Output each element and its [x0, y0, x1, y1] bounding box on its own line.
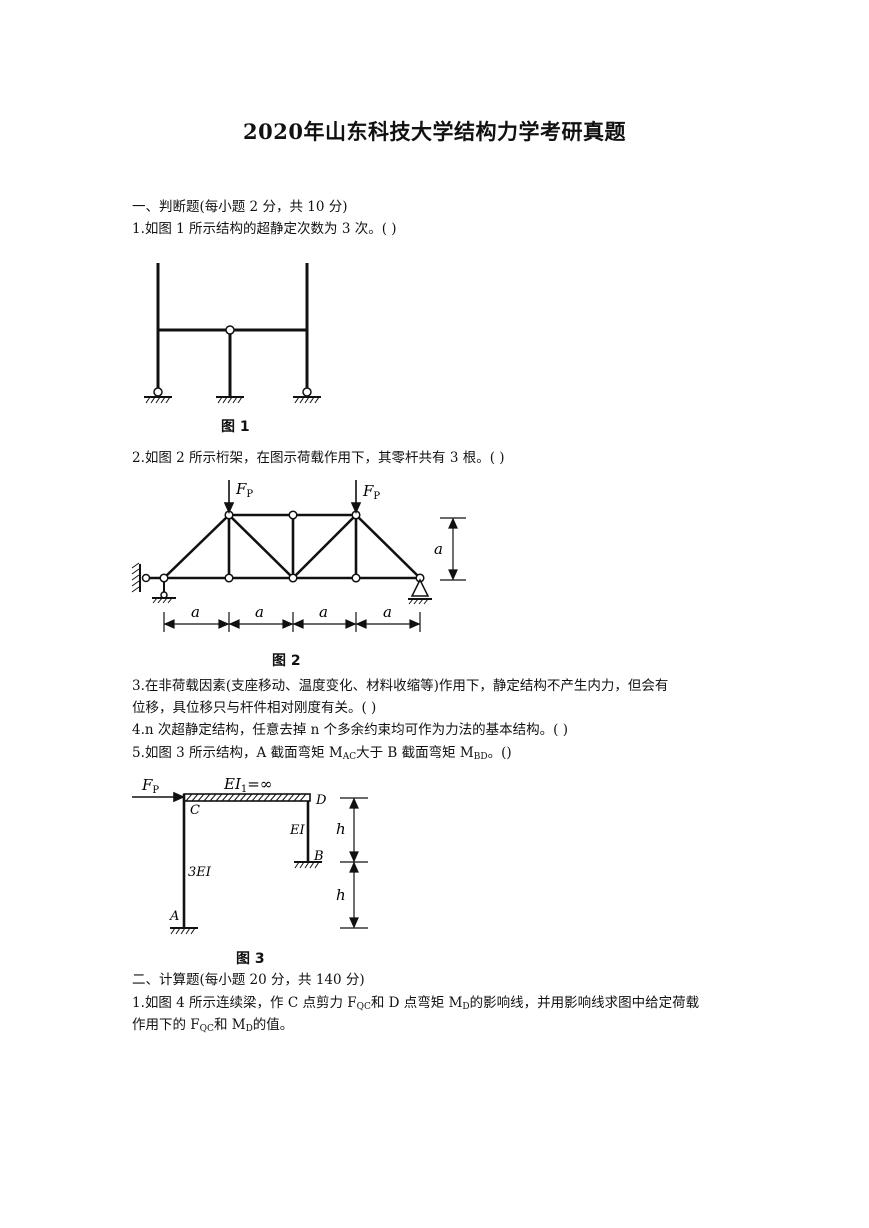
figure-2-caption: 图 2 — [272, 653, 301, 669]
fig3-node-d: D — [315, 793, 327, 808]
fig2-load-right-label: FP — [362, 482, 380, 502]
fig2-height-label: a — [434, 540, 443, 558]
fig1-left-hinge — [153, 387, 163, 397]
fig3-height-upper: h — [336, 820, 346, 838]
fig3-beam-stiffness: EI1=∞ — [223, 775, 272, 795]
fig3-node-c: C — [190, 803, 200, 818]
figure-3-frame: FP EI1=∞ C D A B 3EI EI h h — [132, 775, 368, 935]
question-2-1-line2: 作用下的 FQC和 MD的值。 — [132, 1017, 294, 1034]
fig2-span-3-label: a — [319, 603, 328, 621]
fig3-left-column-stiffness: 3EI — [188, 865, 212, 880]
fig3-height-lower: h — [336, 886, 346, 904]
section2-heading: 二、计算题(每小题 20 分，共 140 分) — [132, 972, 365, 988]
fig3-right-column-stiffness: EI — [289, 823, 305, 838]
fig3-node-b: B — [313, 849, 324, 864]
fig2-span-1-label: a — [191, 603, 200, 621]
question-1-5: 5.如图 3 所示结构，A 截面弯矩 MAC大于 B 截面弯矩 MBD。() — [132, 745, 512, 762]
fig3-node-a: A — [169, 909, 179, 924]
question-1-3-line1: 3.在非荷载因素(支座移动、温度变化、材料收缩等)作用下，静定结构不产生内力，但… — [132, 678, 669, 694]
fig1-ground-hatching — [145, 396, 320, 404]
section1-heading: 一、判断题(每小题 2 分，共 10 分) — [132, 199, 348, 215]
question-1-1: 1.如图 1 所示结构的超静定次数为 3 次。( ) — [132, 221, 397, 237]
fig2-load-left-label: FP — [235, 480, 253, 500]
fig2-span-2-label: a — [255, 603, 264, 621]
question-1-2: 2.如图 2 所示桁架，在图示荷载作用下，其零杆共有 3 根。( ) — [132, 450, 505, 466]
question-1-4: 4.n 次超静定结构，任意去掉 n 个多余约束均可作为力法的基本结构。( ) — [132, 722, 568, 738]
fig1-right-hinge — [302, 387, 312, 397]
fig3-load-label: FP — [141, 776, 159, 796]
fig2-span-4-label: a — [383, 603, 392, 621]
figure-1-frame — [144, 263, 321, 404]
figure-3-caption: 图 3 — [236, 951, 265, 967]
page-title: 2020年山东科技大学结构力学考研真题 — [243, 119, 626, 144]
question-2-1-line1: 1.如图 4 所示连续梁，作 C 点剪力 FQC和 D 点弯矩 MD的影响线，并… — [132, 995, 700, 1012]
figure-1-caption: 图 1 — [221, 419, 250, 435]
fig1-middle-hinge — [225, 325, 235, 335]
figure-2-truss: FP FP a a a a a — [131, 480, 466, 632]
question-1-3-line2: 位移，具位移只与杆件相对刚度有关。( ) — [132, 700, 377, 716]
